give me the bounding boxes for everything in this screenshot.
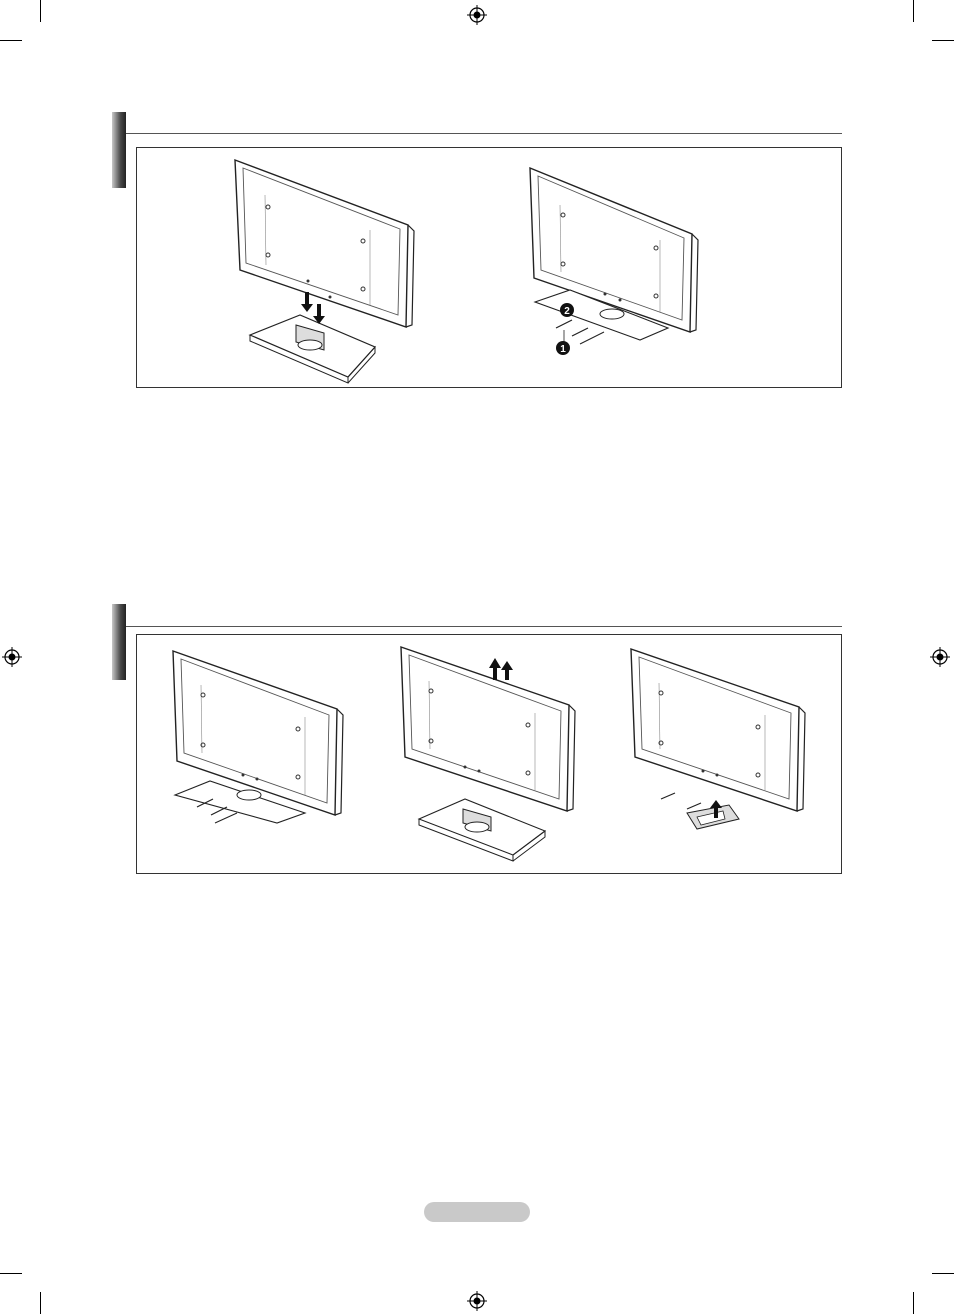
tv-remove-screws-illustration [165, 645, 350, 830]
callout-1-icon: 1 [556, 341, 570, 355]
up-arrows-icon [488, 658, 518, 682]
section-marker-bar [112, 604, 126, 680]
down-arrows-icon [300, 292, 330, 326]
page-number-pill [424, 1202, 530, 1222]
tv-stand-attach-illustration [220, 155, 420, 385]
registration-mark-bottom-icon [467, 1291, 487, 1311]
registration-mark-top-icon [467, 5, 487, 25]
registration-mark-left-icon [2, 647, 22, 667]
section-rule [126, 626, 842, 627]
up-arrow-icon [709, 800, 723, 818]
tv-stand-screws-illustration [520, 160, 710, 375]
svg-text:2: 2 [564, 306, 570, 317]
section-marker-bar [112, 112, 126, 188]
registration-mark-right-icon [930, 647, 950, 667]
section-rule [126, 133, 842, 134]
svg-text:1: 1 [560, 344, 566, 355]
callout-2-icon: 2 [560, 303, 574, 317]
